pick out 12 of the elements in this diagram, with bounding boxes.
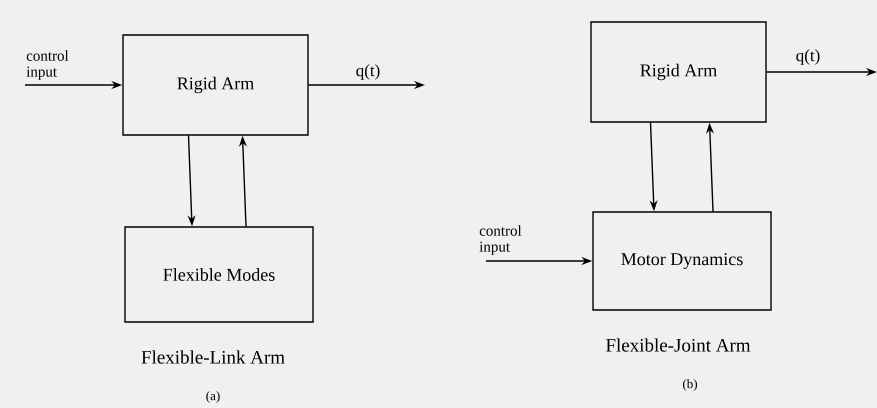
edge-label: control input [26, 50, 68, 80]
block-box: Rigid Arm [122, 34, 309, 136]
edge-label: q(t) [356, 64, 380, 80]
panel-label: (a) [206, 391, 220, 403]
caption: Flexible-Link Arm [142, 350, 285, 364]
edge-label: control input [480, 225, 522, 255]
block-box: Flexible Modes [124, 226, 314, 323]
panel-label: (b) [683, 379, 698, 391]
block-box: Motor Dynamics [592, 211, 772, 311]
block-box: Rigid Arm [590, 21, 767, 123]
edge-label: q(t) [796, 49, 820, 65]
caption: Flexible-Joint Arm [606, 338, 750, 352]
